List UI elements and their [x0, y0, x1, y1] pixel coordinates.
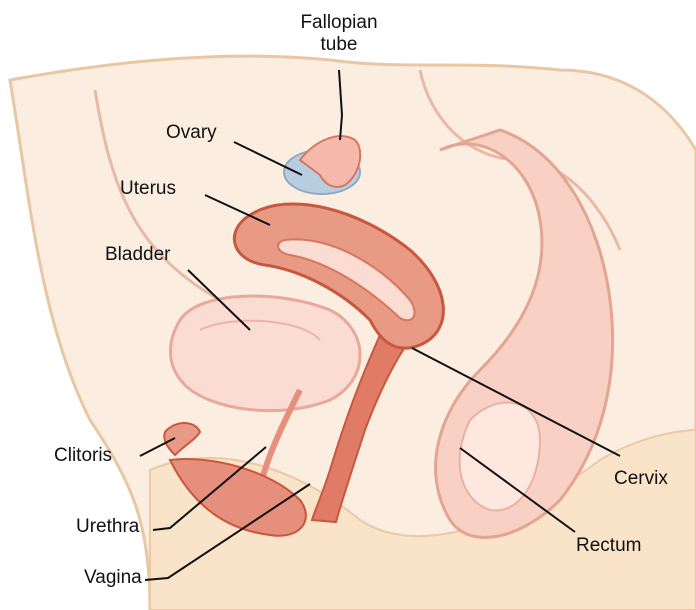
label-bladder: Bladder [105, 244, 171, 266]
label-cervix: Cervix [614, 468, 668, 490]
label-uterus: Uterus [120, 178, 176, 200]
label-fallopian-tube-line2: tube [284, 34, 394, 56]
label-fallopian-tube: Fallopian tube [284, 12, 394, 56]
label-clitoris: Clitoris [54, 445, 112, 467]
label-vagina: Vagina [84, 567, 142, 589]
label-rectum: Rectum [576, 535, 641, 557]
label-ovary: Ovary [166, 122, 217, 144]
label-fallopian-tube-line1: Fallopian [284, 12, 394, 34]
bladder-shape [170, 296, 360, 411]
label-urethra: Urethra [76, 516, 139, 538]
